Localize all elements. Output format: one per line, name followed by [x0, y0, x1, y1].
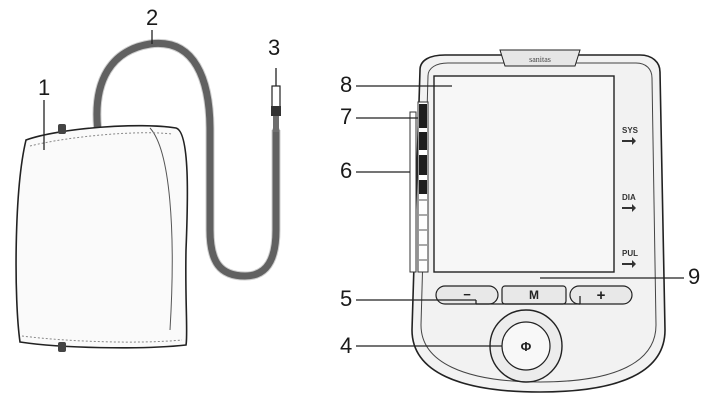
callout-6: 6: [340, 158, 352, 183]
plus-button-label: +: [597, 287, 606, 304]
brand-badge: sanitas: [499, 49, 581, 67]
callout-8: 8: [340, 72, 352, 97]
memory-button-label: M: [529, 288, 539, 302]
dia-label: DIA: [622, 193, 636, 202]
cuff-body: [15, 124, 189, 349]
monitor-device: sanitas SYS DIA PUL −: [409, 49, 666, 393]
callout-3: 3: [268, 35, 280, 60]
memory-button[interactable]: M: [501, 285, 567, 305]
plus-button[interactable]: +: [569, 285, 633, 305]
display-screen: [433, 75, 615, 273]
minus-button[interactable]: −: [435, 285, 499, 305]
callouts: 1 2 3 8 7 6 5 4 9: [38, 5, 700, 358]
callout-1: 1: [38, 75, 50, 100]
power-icon: Φ: [521, 339, 532, 354]
blood-pressure-scale: [409, 101, 429, 273]
callout-2: 2: [146, 5, 158, 30]
callout-4: 4: [340, 333, 352, 358]
callout-7: 7: [340, 104, 352, 129]
callout-9: 9: [688, 264, 700, 289]
power-button[interactable]: Φ: [489, 309, 563, 383]
cuff-fold: [149, 127, 173, 331]
sys-label: SYS: [622, 126, 639, 135]
air-tube: [93, 39, 280, 280]
tube-connector: [271, 68, 281, 132]
cuff-assembly: [15, 38, 281, 352]
brand-label: sanitas: [529, 55, 551, 64]
callout-5: 5: [340, 286, 352, 311]
pul-label: PUL: [622, 249, 638, 258]
minus-button-label: −: [463, 287, 471, 302]
